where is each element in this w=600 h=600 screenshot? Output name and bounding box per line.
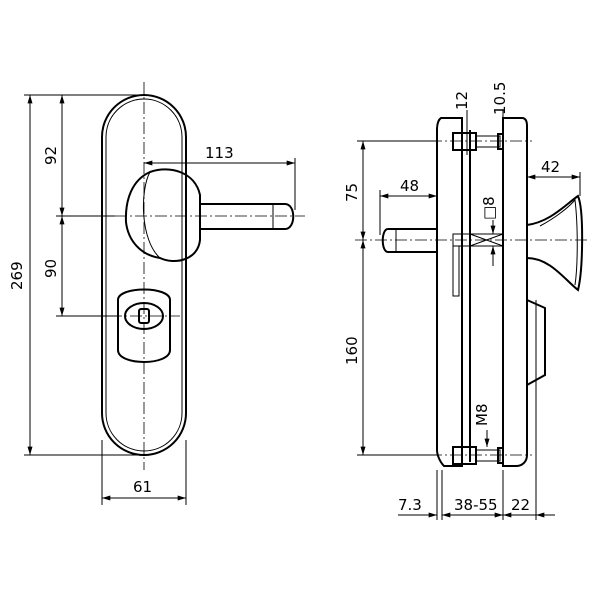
dim-m8: M8 <box>473 404 491 427</box>
dim-92: 92 <box>42 146 60 165</box>
dim-22: 22 <box>511 496 530 514</box>
dim-7-3: 7.3 <box>398 496 422 514</box>
dim-10-5: 10.5 <box>491 82 509 115</box>
key-cylinder <box>117 288 171 363</box>
escutcheon-plate <box>101 94 187 456</box>
bottom-bolt <box>452 446 504 465</box>
front-view: 269 92 90 113 61 <box>8 82 305 505</box>
dim-42: 42 <box>541 158 560 176</box>
inner-plate <box>502 117 528 467</box>
dim-12: 12 <box>453 91 471 110</box>
dim-61: 61 <box>133 478 152 496</box>
spindle <box>381 228 504 297</box>
lever <box>200 203 295 230</box>
dim-113: 113 <box>205 144 234 162</box>
knob <box>124 168 201 262</box>
top-bolt <box>452 132 504 151</box>
dim-269: 269 <box>8 261 26 290</box>
dim-90: 90 <box>42 259 60 278</box>
dim-38-55: 38-55 <box>454 496 498 514</box>
dim-square-8: □8 <box>480 196 498 220</box>
dim-48: 48 <box>400 177 419 195</box>
dim-160: 160 <box>343 336 361 365</box>
inner-knob <box>526 194 584 386</box>
dim-75: 75 <box>343 183 361 202</box>
outer-plate <box>436 117 463 467</box>
side-view: 75 160 48 □8 12 10.5 42 M8 7.3 <box>343 82 590 520</box>
